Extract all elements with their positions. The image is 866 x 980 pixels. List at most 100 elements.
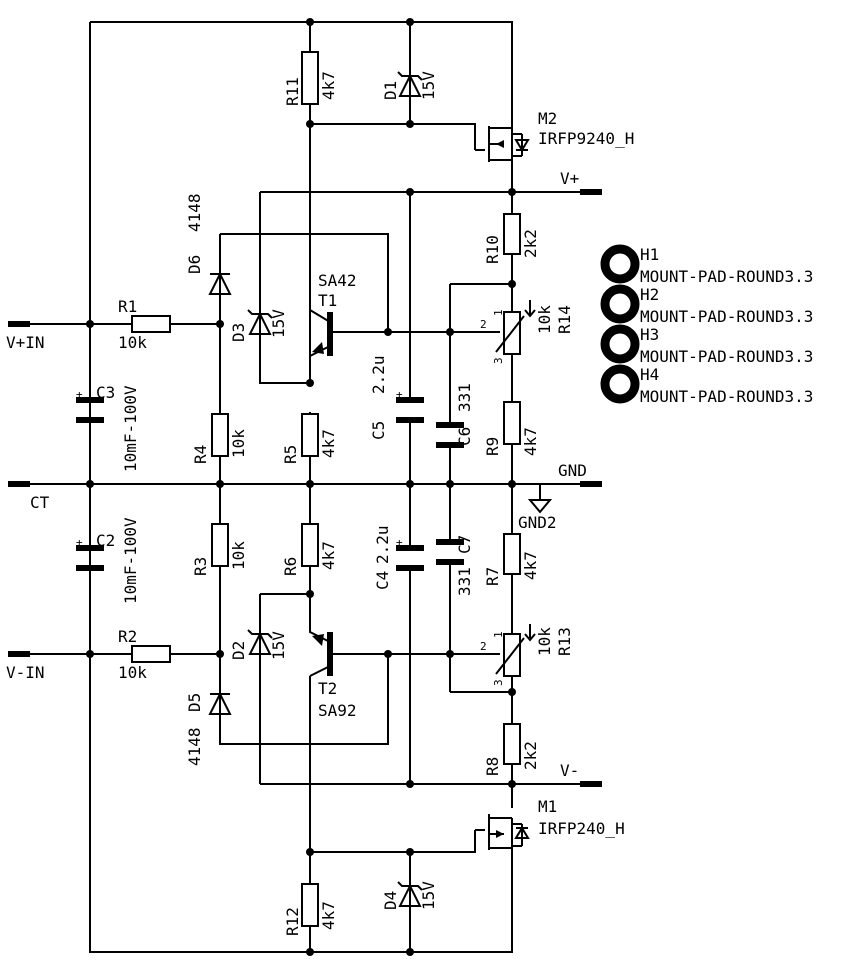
val-r10: 2k2 — [521, 229, 540, 258]
port-gnd2: GND2 — [518, 513, 557, 532]
mount-pad-h3 — [600, 324, 640, 364]
pin-r14-3: 3 — [492, 357, 505, 364]
plus-c2: + — [76, 536, 83, 549]
mount-pad-h2 — [600, 284, 640, 324]
ref-m1: M1 — [538, 797, 557, 816]
zener-d3 — [247, 309, 273, 335]
val-r7: 4k7 — [521, 551, 540, 580]
val-r14: 10k — [535, 305, 554, 334]
val-d5: 4148 — [185, 727, 204, 766]
mount-ref-h1: H1 — [640, 245, 659, 264]
port-gnd: GND — [558, 461, 587, 480]
mount-val-h2: MOUNT-PAD-ROUND3.3 — [640, 307, 813, 326]
ref-r14: R14 — [555, 305, 574, 334]
val-r12: 4k7 — [319, 901, 338, 930]
val-r1: 10k — [118, 333, 147, 352]
val-r11: 4k7 — [319, 71, 338, 100]
zener-d4 — [397, 881, 423, 907]
resistor-r3 — [211, 523, 229, 567]
val-r2: 10k — [118, 663, 147, 682]
val-m1: IRFP240_H — [538, 819, 625, 838]
port-vpin: V+IN — [6, 333, 45, 352]
mount-val-h3: MOUNT-PAD-ROUND3.3 — [640, 347, 813, 366]
port-vplus: V+ — [560, 169, 579, 188]
val-d6: 4148 — [185, 193, 204, 232]
ref-r11: R11 — [283, 77, 302, 106]
val-r8: 2k2 — [521, 741, 540, 770]
resistor-r5 — [301, 413, 319, 457]
ref-r10: R10 — [483, 235, 502, 264]
ref-r12: R12 — [283, 907, 302, 936]
val-d2: 15V — [269, 631, 288, 660]
ref-r13: R13 — [555, 627, 574, 656]
junctions — [86, 18, 516, 956]
mount-ref-h2: H2 — [640, 285, 659, 304]
pin-r13-1: 1 — [492, 631, 505, 638]
resistor-r8 — [503, 723, 521, 765]
mount-ref-h3: H3 — [640, 325, 659, 344]
resistor-r9 — [503, 401, 521, 445]
val-c6: 331 — [455, 383, 474, 412]
pin-r14-2: 2 — [480, 318, 487, 331]
mount-ref-h4: H4 — [640, 365, 659, 384]
val-r3: 10k — [229, 541, 248, 570]
mount-pad-h1 — [600, 244, 640, 284]
resistor-r1 — [131, 315, 171, 333]
ref-r7: R7 — [483, 567, 502, 586]
val-d3: 15V — [269, 309, 288, 338]
val-m2: IRFP9240_H — [538, 129, 634, 148]
pin-r14-1: 1 — [492, 309, 505, 316]
port-terminals — [8, 189, 602, 787]
resistors — [131, 51, 536, 927]
resistor-r12 — [301, 883, 319, 927]
ref-d4: D4 — [381, 891, 400, 910]
capacitors — [76, 397, 464, 571]
val-c2: 10mF-100V — [121, 517, 140, 604]
ref-c4: C4 — [373, 571, 392, 590]
ref-c7: C7 — [455, 535, 474, 554]
mount-val-h4: MOUNT-PAD-ROUND3.3 — [640, 387, 813, 406]
ref-c3: C3 — [96, 383, 115, 402]
resistor-r4 — [211, 413, 229, 457]
val-r4: 10k — [229, 429, 248, 458]
val-c3: 10mF-100V — [121, 385, 140, 472]
ref-c6: C6 — [455, 427, 474, 446]
plus-c3: + — [76, 388, 83, 401]
ref-r4: R4 — [191, 445, 210, 464]
mounting-pads — [600, 244, 640, 404]
plus-c5: + — [396, 388, 403, 401]
diode-d6 — [208, 271, 232, 295]
val-c4: 2.2u — [373, 525, 392, 564]
ref-r6: R6 — [281, 557, 300, 576]
zener-d1 — [397, 71, 423, 97]
val-r9: 4k7 — [521, 427, 540, 456]
port-vminus: V- — [560, 761, 579, 780]
resistor-r6 — [301, 523, 319, 567]
ref-t1: T1 — [318, 291, 337, 310]
zener-d2 — [247, 629, 273, 655]
transistors — [309, 120, 530, 850]
plus-c4: + — [396, 536, 403, 549]
ref-d5: D5 — [185, 693, 204, 712]
resistor-r2 — [131, 645, 171, 663]
wiper-arrow-r13 — [478, 637, 525, 675]
mount-pad-h4 — [600, 364, 640, 404]
ref-r1: R1 — [118, 297, 137, 316]
ref-d2: D2 — [229, 641, 248, 660]
ref-r8: R8 — [483, 757, 502, 776]
mount-val-h1: MOUNT-PAD-ROUND3.3 — [640, 267, 813, 286]
ref-d1: D1 — [381, 81, 400, 100]
ref-m2: M2 — [538, 109, 557, 128]
ref-c2: C2 — [96, 531, 115, 550]
wiper-arrow-r14 — [478, 315, 525, 353]
val-t2: SA92 — [318, 701, 357, 720]
val-d1: 15V — [419, 71, 438, 100]
val-d4: 15V — [419, 881, 438, 910]
resistor-r10 — [503, 213, 521, 255]
ref-c5: C5 — [369, 421, 388, 440]
ref-d3: D3 — [229, 323, 248, 342]
pin-r13-3: 3 — [492, 679, 505, 686]
wires — [30, 21, 580, 953]
ref-r2: R2 — [118, 627, 137, 646]
ref-r3: R3 — [191, 557, 210, 576]
